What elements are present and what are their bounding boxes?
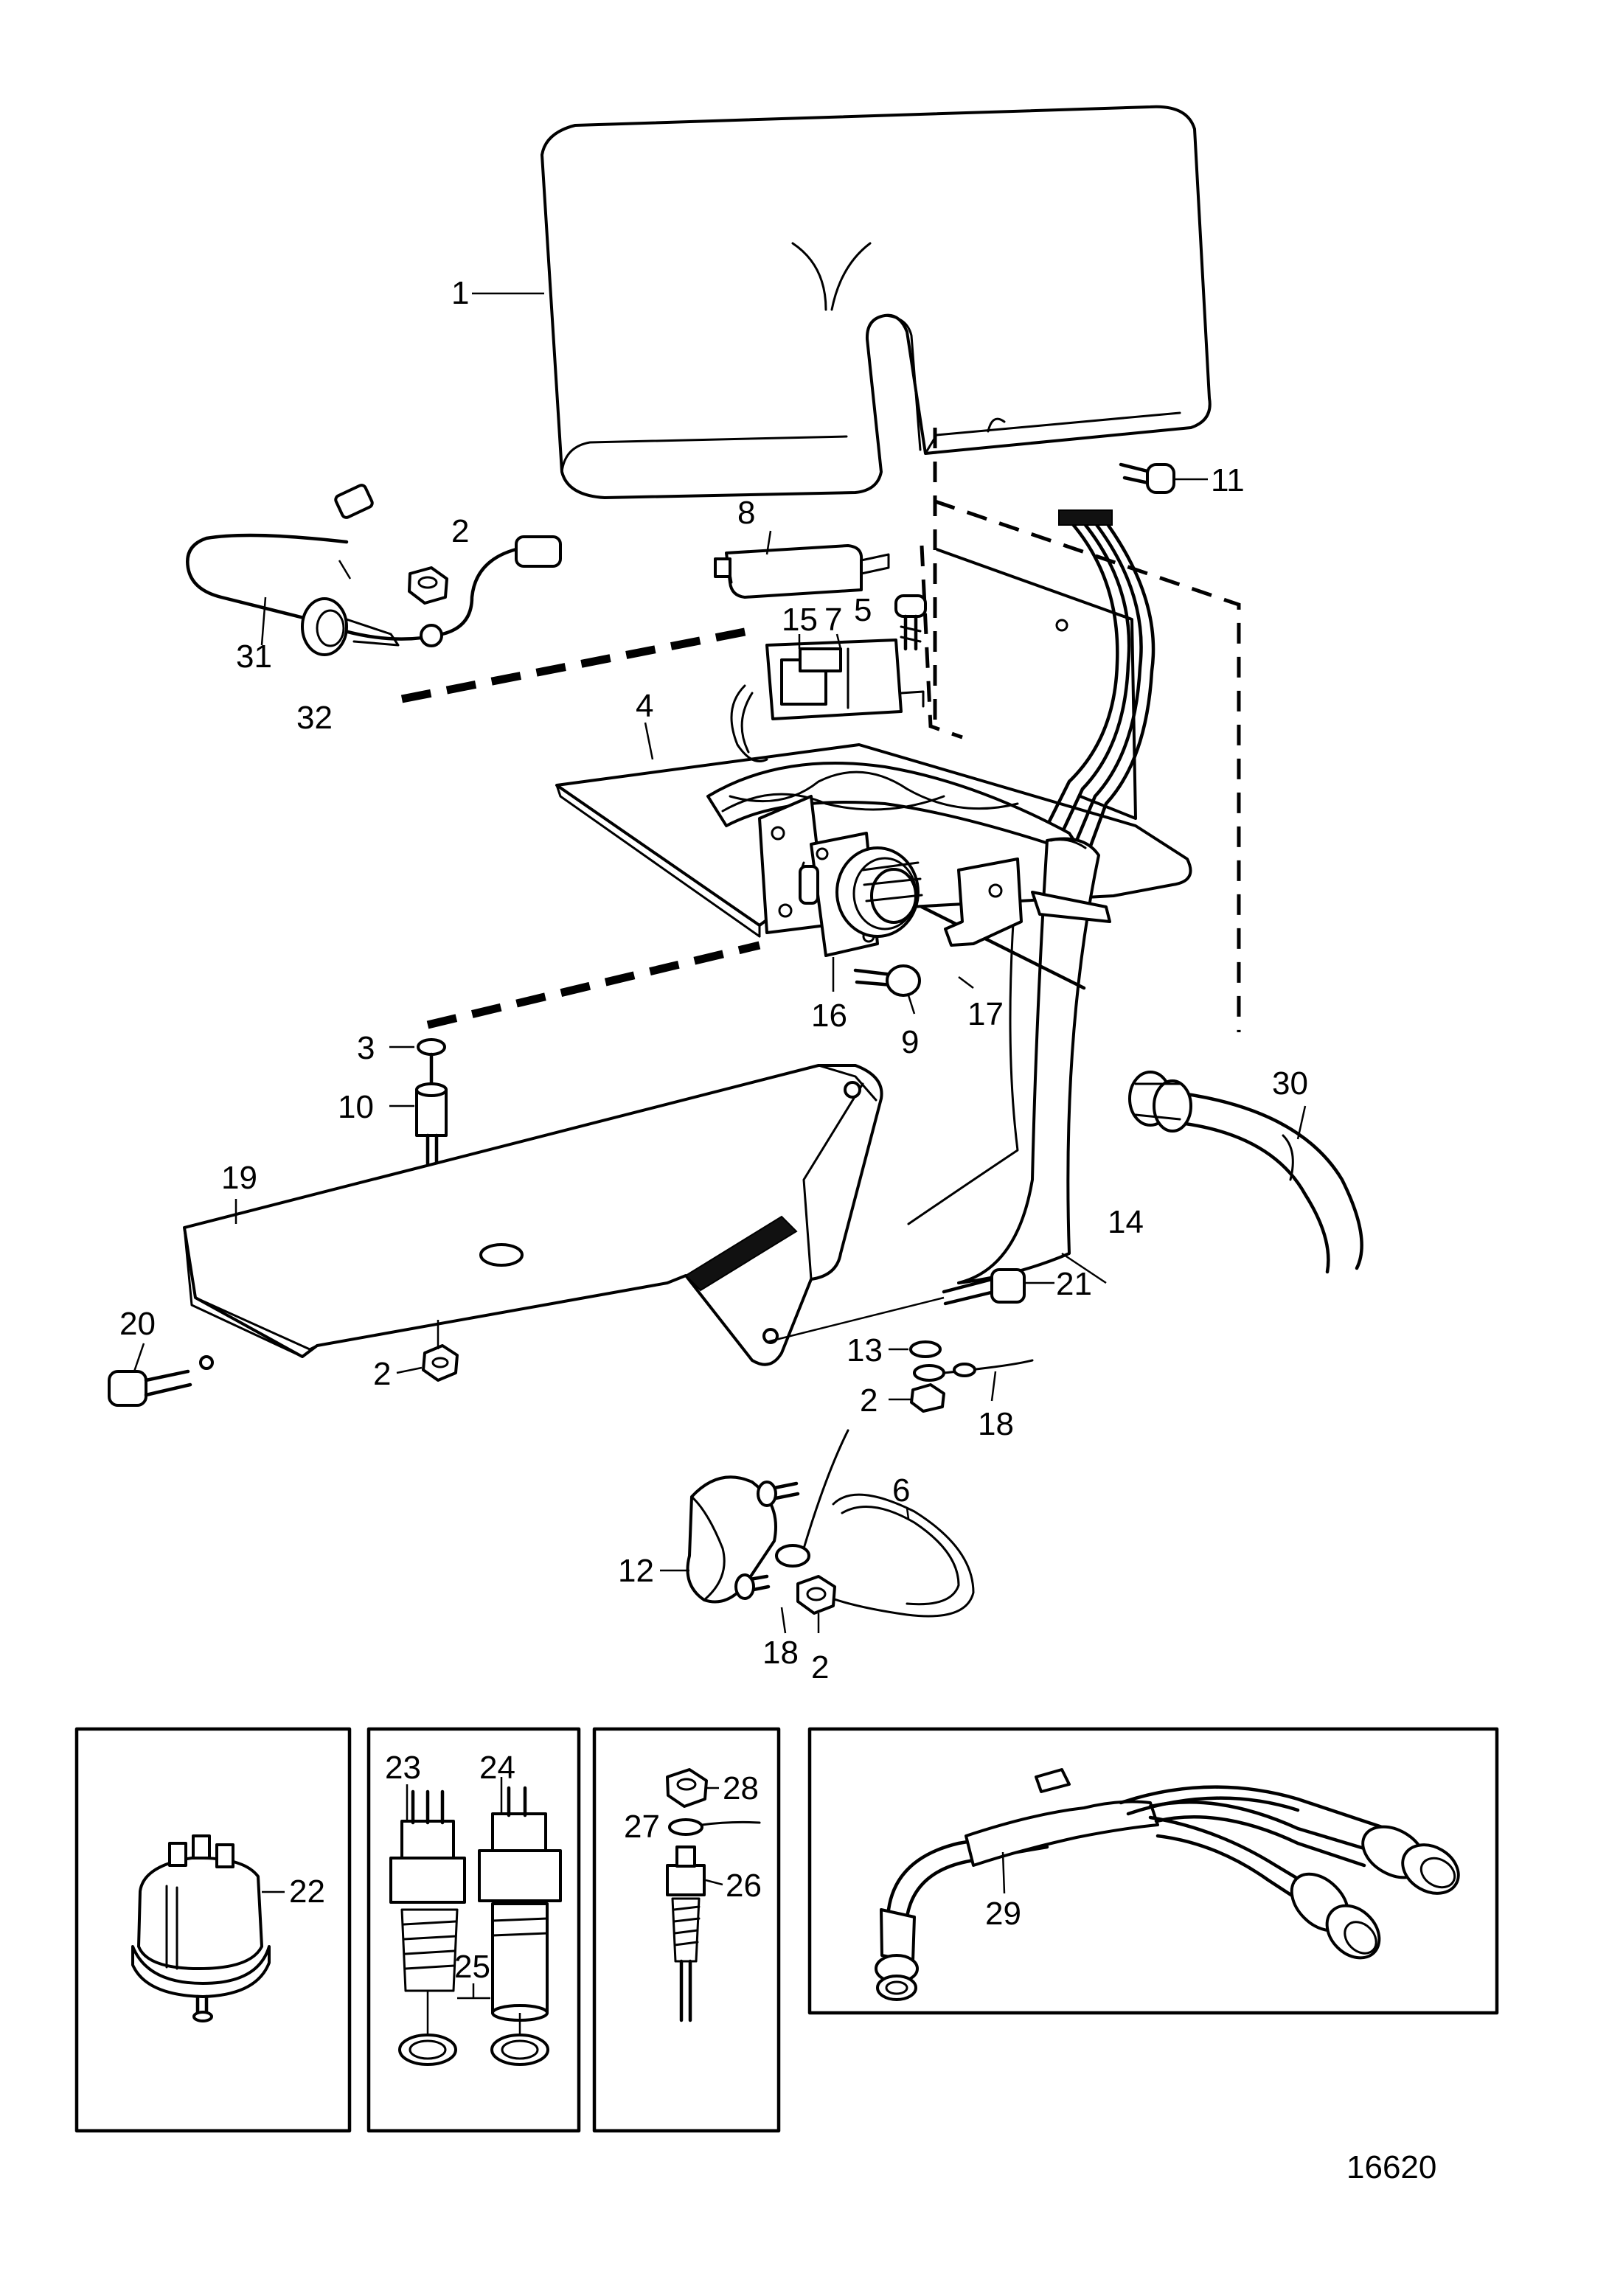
callout-5: 5 bbox=[854, 592, 872, 628]
callout-9: 9 bbox=[901, 1024, 919, 1060]
callout-2-bracket: 2 bbox=[373, 1356, 391, 1392]
assembly-guide-lines bbox=[400, 428, 1241, 1032]
callout-14: 14 bbox=[1108, 1204, 1144, 1240]
connector-16-17 bbox=[758, 795, 1086, 990]
screw-5 bbox=[894, 594, 927, 651]
callout-13: 13 bbox=[847, 1332, 883, 1368]
callout-7: 7 bbox=[824, 602, 842, 638]
callout-11: 11 bbox=[1211, 462, 1245, 498]
connector-block-15-7 bbox=[730, 639, 925, 762]
inset-panel-23-25 bbox=[366, 1727, 581, 2133]
spacer-10 bbox=[415, 1038, 451, 1197]
callout-4: 4 bbox=[636, 688, 653, 724]
callout-15: 15 bbox=[782, 602, 818, 638]
callout-31: 31 bbox=[236, 639, 272, 675]
callout-20: 20 bbox=[119, 1306, 156, 1342]
callout-6: 6 bbox=[892, 1472, 910, 1509]
callout-18-fuse: 18 bbox=[762, 1635, 799, 1671]
callout-16: 16 bbox=[811, 998, 847, 1034]
callout-30: 30 bbox=[1272, 1065, 1308, 1102]
callout-10: 10 bbox=[338, 1089, 374, 1125]
callout-2: 2 bbox=[451, 513, 469, 549]
sensor-lead-31 bbox=[186, 484, 562, 656]
callout-22: 22 bbox=[289, 1874, 325, 1910]
callout-19: 19 bbox=[221, 1160, 257, 1196]
callout-2-fuse: 2 bbox=[811, 1649, 829, 1686]
callout-3: 3 bbox=[357, 1030, 375, 1066]
callout-17: 17 bbox=[967, 996, 1004, 1032]
washer-13 bbox=[909, 1340, 1034, 1413]
screw-11 bbox=[1119, 462, 1208, 494]
inset-panel-22 bbox=[74, 1727, 352, 2133]
wire-harness bbox=[706, 509, 1155, 857]
callout-18: 18 bbox=[978, 1406, 1014, 1442]
inset-panel-26-28 bbox=[592, 1727, 781, 2133]
callout-23: 23 bbox=[385, 1750, 421, 1786]
screw-9 bbox=[853, 964, 921, 997]
callout-29: 29 bbox=[985, 1896, 1021, 1932]
callout-1: 1 bbox=[451, 275, 469, 311]
callout-8: 8 bbox=[737, 495, 755, 531]
callout-26: 26 bbox=[726, 1868, 762, 1904]
component-8 bbox=[714, 544, 890, 599]
bracket-19 bbox=[183, 1064, 883, 1370]
callout-25: 25 bbox=[454, 1949, 490, 1985]
inset-panel-29 bbox=[807, 1727, 1499, 2015]
callout-24: 24 bbox=[479, 1750, 515, 1786]
small-bracket bbox=[944, 857, 1111, 947]
callout-27: 27 bbox=[624, 1809, 660, 1845]
leader-lines bbox=[133, 292, 997, 1634]
callout-12: 12 bbox=[618, 1553, 654, 1589]
cover-box bbox=[541, 105, 1212, 499]
callout-32: 32 bbox=[296, 700, 333, 736]
fuse-holder-12 bbox=[686, 1429, 975, 1618]
callout-28: 28 bbox=[723, 1770, 759, 1806]
drawing-number: 16620 bbox=[1346, 2149, 1436, 2185]
screw-21 bbox=[766, 1268, 1054, 1343]
nut-2-top bbox=[408, 566, 448, 605]
cable-30 bbox=[1128, 1071, 1363, 1274]
nut-2-bracket bbox=[422, 1320, 459, 1382]
screw-20 bbox=[108, 1369, 192, 1407]
callout-labels: 1 11 8 2 31 32 15 7 5 4 16 17 9 3 10 19 … bbox=[119, 275, 1436, 2185]
callout-21: 21 bbox=[1056, 1266, 1092, 1302]
callout-2-washer: 2 bbox=[860, 1382, 877, 1419]
